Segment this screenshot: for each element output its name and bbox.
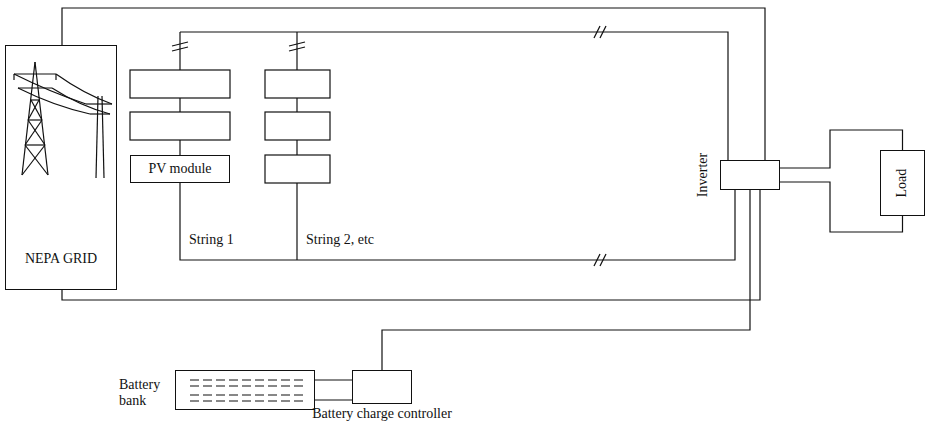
battery-cells xyxy=(190,380,305,401)
wire xyxy=(382,190,750,370)
string-label: String 1 xyxy=(188,232,235,248)
battery-bank: Battery bank xyxy=(175,370,315,410)
node-text: PV module xyxy=(148,161,211,177)
node-text: Battery charge controller xyxy=(312,406,452,422)
node-text: NEPA GRID xyxy=(25,251,97,267)
wire xyxy=(315,399,352,400)
wire xyxy=(180,183,735,260)
wire xyxy=(780,130,903,168)
charge-controller-box: Battery charge controller xyxy=(352,370,412,404)
node-text: Load xyxy=(894,169,910,198)
pv-module-box: PV module xyxy=(130,155,230,183)
grid-box: NEPA GRID xyxy=(5,45,117,290)
terminal-mark xyxy=(172,42,305,51)
string-label: String 2, etc xyxy=(305,232,375,248)
break-mark xyxy=(594,26,606,266)
wire xyxy=(62,190,760,300)
inverter-box: Inverter xyxy=(720,160,780,190)
wire xyxy=(315,379,352,380)
node-text: Battery bank xyxy=(119,377,171,409)
wire xyxy=(62,8,765,160)
pv-module-box xyxy=(130,70,330,183)
node-text: Inverter xyxy=(695,153,711,197)
string-wire xyxy=(180,32,728,260)
wire xyxy=(780,182,903,232)
load-box: Load xyxy=(880,150,925,216)
pylon-illustration xyxy=(14,62,112,178)
